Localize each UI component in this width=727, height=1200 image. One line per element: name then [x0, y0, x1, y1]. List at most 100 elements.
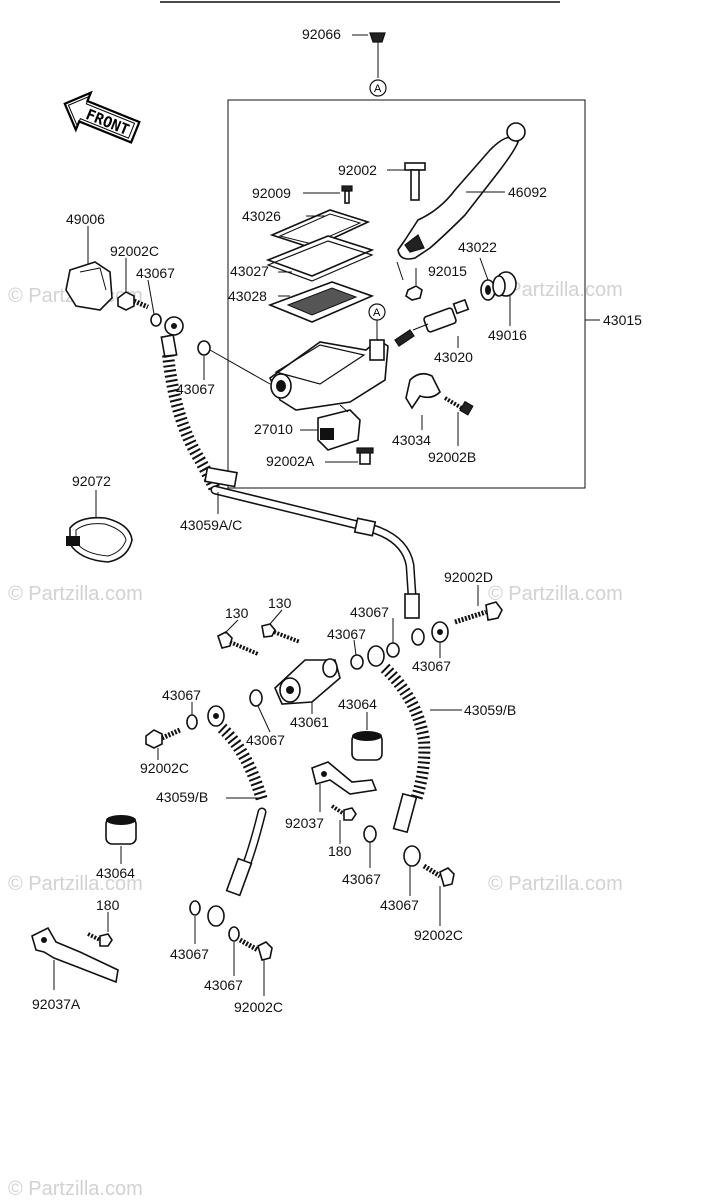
label-43064: 43064 [96, 865, 135, 881]
label-27010: 27010 [254, 421, 293, 437]
label-43067: 43067 [380, 897, 419, 913]
diaphragm-43027 [265, 235, 375, 282]
washer-43067 [186, 714, 198, 730]
brake-lever-46092 [396, 122, 526, 281]
front-arrow-icon: FRONT [63, 90, 141, 144]
label-92066: 92066 [302, 26, 341, 42]
washer-43067 [228, 926, 240, 942]
label-43067: 43067 [204, 977, 243, 993]
hose-bracket-92037a [31, 926, 119, 984]
banjo-bolt-92002c [238, 937, 273, 961]
screw-92002a [356, 447, 374, 465]
banjo-fitting [403, 845, 421, 867]
label-43059b: 43059/B [464, 702, 516, 718]
label-92002c: 92002C [140, 760, 189, 776]
banjo-bolt-92002c [145, 727, 182, 749]
washer-43067 [197, 340, 211, 356]
label-43067: 43067 [412, 658, 451, 674]
label-92009: 92009 [252, 185, 291, 201]
screw-92009 [341, 185, 353, 204]
watermark: © Partzilla.com [488, 873, 623, 895]
label-43067: 43067 [170, 946, 209, 962]
master-cylinder-body: A [269, 303, 389, 411]
washer-43067 [386, 642, 400, 658]
label-49016: 49016 [488, 327, 527, 343]
label-43067: 43067 [342, 871, 381, 887]
label-46092: 46092 [508, 184, 547, 200]
washer-43067 [150, 313, 162, 327]
label-43020: 43020 [434, 349, 473, 365]
banjo-bolt-92002c [422, 863, 455, 887]
label-43067: 43067 [176, 381, 215, 397]
label-43028: 43028 [228, 288, 267, 304]
bolt-130 [261, 623, 301, 644]
label-130: 130 [268, 595, 292, 611]
bolt-180 [330, 804, 357, 821]
banjo-cover-49006 [65, 261, 113, 311]
banjo-bolt-92002c [117, 291, 149, 311]
banjo-bolt-92002d [454, 601, 503, 625]
hose-clamp-band-92072 [66, 516, 133, 563]
label-43059b: 43059/B [156, 789, 208, 805]
label-92015: 92015 [428, 263, 467, 279]
watermark: © Partzilla.com [488, 279, 623, 301]
piston-assembly-43020 [394, 298, 470, 347]
label-43061: 43061 [290, 714, 329, 730]
ref-marker-a: A [373, 307, 381, 319]
pivot-bolt-92002 [404, 162, 426, 201]
label-43067: 43067 [136, 265, 175, 281]
hose-bracket-92037 [311, 761, 378, 795]
label-92002d: 92002D [444, 569, 493, 585]
label-92002a: 92002A [266, 453, 315, 469]
brake-joint-43061 [274, 658, 341, 705]
boot-49016 [492, 271, 517, 297]
hose-banjo-fitting [160, 316, 184, 358]
label-43022: 43022 [458, 239, 497, 255]
label-92037a: 92037A [32, 996, 81, 1012]
diaphragm-plate-43028 [267, 281, 375, 323]
label-92002c: 92002C [110, 243, 159, 259]
washer-43067 [350, 654, 364, 670]
label-92002c: 92002C [414, 927, 463, 943]
label-92037: 92037 [285, 815, 324, 831]
label-43067: 43067 [246, 732, 285, 748]
washer-43067 [189, 900, 201, 916]
washer-43067 [249, 689, 263, 707]
brake-hose-43059b [207, 705, 268, 897]
banjo-fitting-lower [411, 621, 449, 646]
grommet-43064 [105, 815, 137, 845]
label-43026: 43026 [242, 208, 281, 224]
bolt-92002b [443, 396, 474, 416]
watermark: © Partzilla.com [488, 583, 623, 605]
bolt-180 [87, 932, 113, 947]
watermark: © Partzilla.com [8, 873, 143, 895]
label-92002: 92002 [338, 162, 377, 178]
brake-hose-43059b [380, 663, 431, 834]
label-92002b: 92002B [428, 449, 476, 465]
brake-switch-27010 [317, 404, 361, 451]
label-92072: 92072 [72, 473, 111, 489]
ref-marker-a: A [374, 83, 382, 95]
label-43064: 43064 [338, 696, 377, 712]
label-130: 130 [225, 605, 249, 621]
nut-92015 [405, 285, 423, 301]
brake-hose-43059ac [162, 354, 420, 619]
label-43067: 43067 [162, 687, 201, 703]
label-180: 180 [328, 843, 352, 859]
label-43034: 43034 [392, 432, 431, 448]
watermark: © Partzilla.com [8, 1178, 143, 1200]
label-92002c: 92002C [234, 999, 283, 1015]
clamp-43034 [405, 372, 441, 410]
label-43027: 43027 [230, 263, 269, 279]
label-49006: 49006 [66, 211, 105, 227]
banjo-fitting [367, 645, 385, 667]
label-43067: 43067 [327, 626, 366, 642]
assembly-box [227, 99, 586, 489]
bolt-130 [217, 631, 259, 656]
reservoir-lid-43026 [269, 209, 371, 249]
label-43067: 43067 [350, 604, 389, 620]
reservoir-cap-92066: A [369, 32, 387, 97]
label-43015: 43015 [603, 312, 642, 328]
label-180: 180 [96, 897, 120, 913]
